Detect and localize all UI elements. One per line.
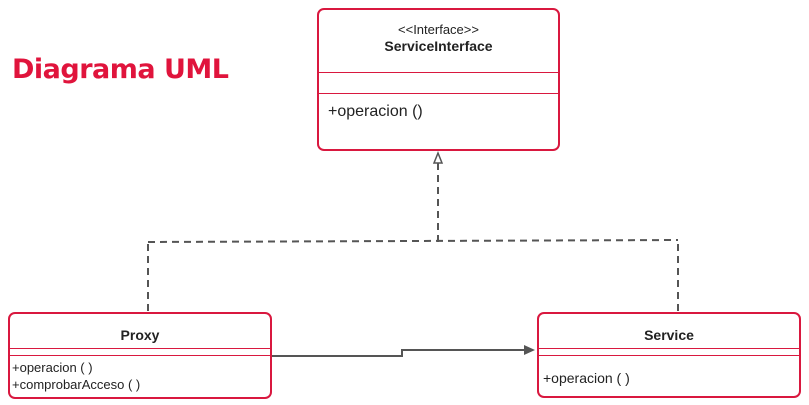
service-class-box[interactable]: Service +operacion ( ) (537, 312, 801, 398)
proxy-attributes-divider (10, 348, 270, 349)
service-class-name: Service (644, 327, 694, 343)
proxy-operation-comprobar-acceso: +comprobarAcceso ( ) (12, 377, 141, 392)
realization-connectors (147, 162, 679, 311)
proxy-operations-divider (10, 355, 270, 356)
interface-operation: +operacion () (328, 103, 423, 120)
interface-operations-divider (319, 93, 558, 94)
junction-horizontal-line (147, 239, 679, 243)
service-operation: +operacion ( ) (543, 370, 630, 386)
proxy-operation-operacion: +operacion ( ) (12, 360, 93, 375)
proxy-class-box[interactable]: Proxy +operacion ( ) +comprobarAcceso ( … (8, 312, 272, 399)
page-title: Diagrama UML (12, 54, 229, 85)
service-operations: +operacion ( ) (539, 370, 799, 386)
interface-class-header: <<Interface>> ServiceInterface (319, 10, 558, 55)
association-arrowhead (524, 345, 535, 355)
proxy-class-header: Proxy (10, 314, 270, 344)
association-line (271, 349, 526, 357)
interface-attributes-divider (319, 72, 558, 73)
service-attributes-divider (539, 348, 799, 349)
service-operations-divider (539, 355, 799, 356)
interface-stereotype: <<Interface>> (398, 22, 479, 37)
realization-arrowhead (432, 150, 444, 164)
interface-class-box[interactable]: <<Interface>> ServiceInterface +operacio… (317, 8, 560, 151)
interface-operations: +operacion () (319, 103, 558, 121)
service-class-header: Service (539, 314, 799, 344)
interface-class-name: ServiceInterface (384, 38, 493, 54)
proxy-class-name: Proxy (120, 327, 160, 343)
proxy-operations: +operacion ( ) +comprobarAcceso ( ) (10, 359, 270, 393)
